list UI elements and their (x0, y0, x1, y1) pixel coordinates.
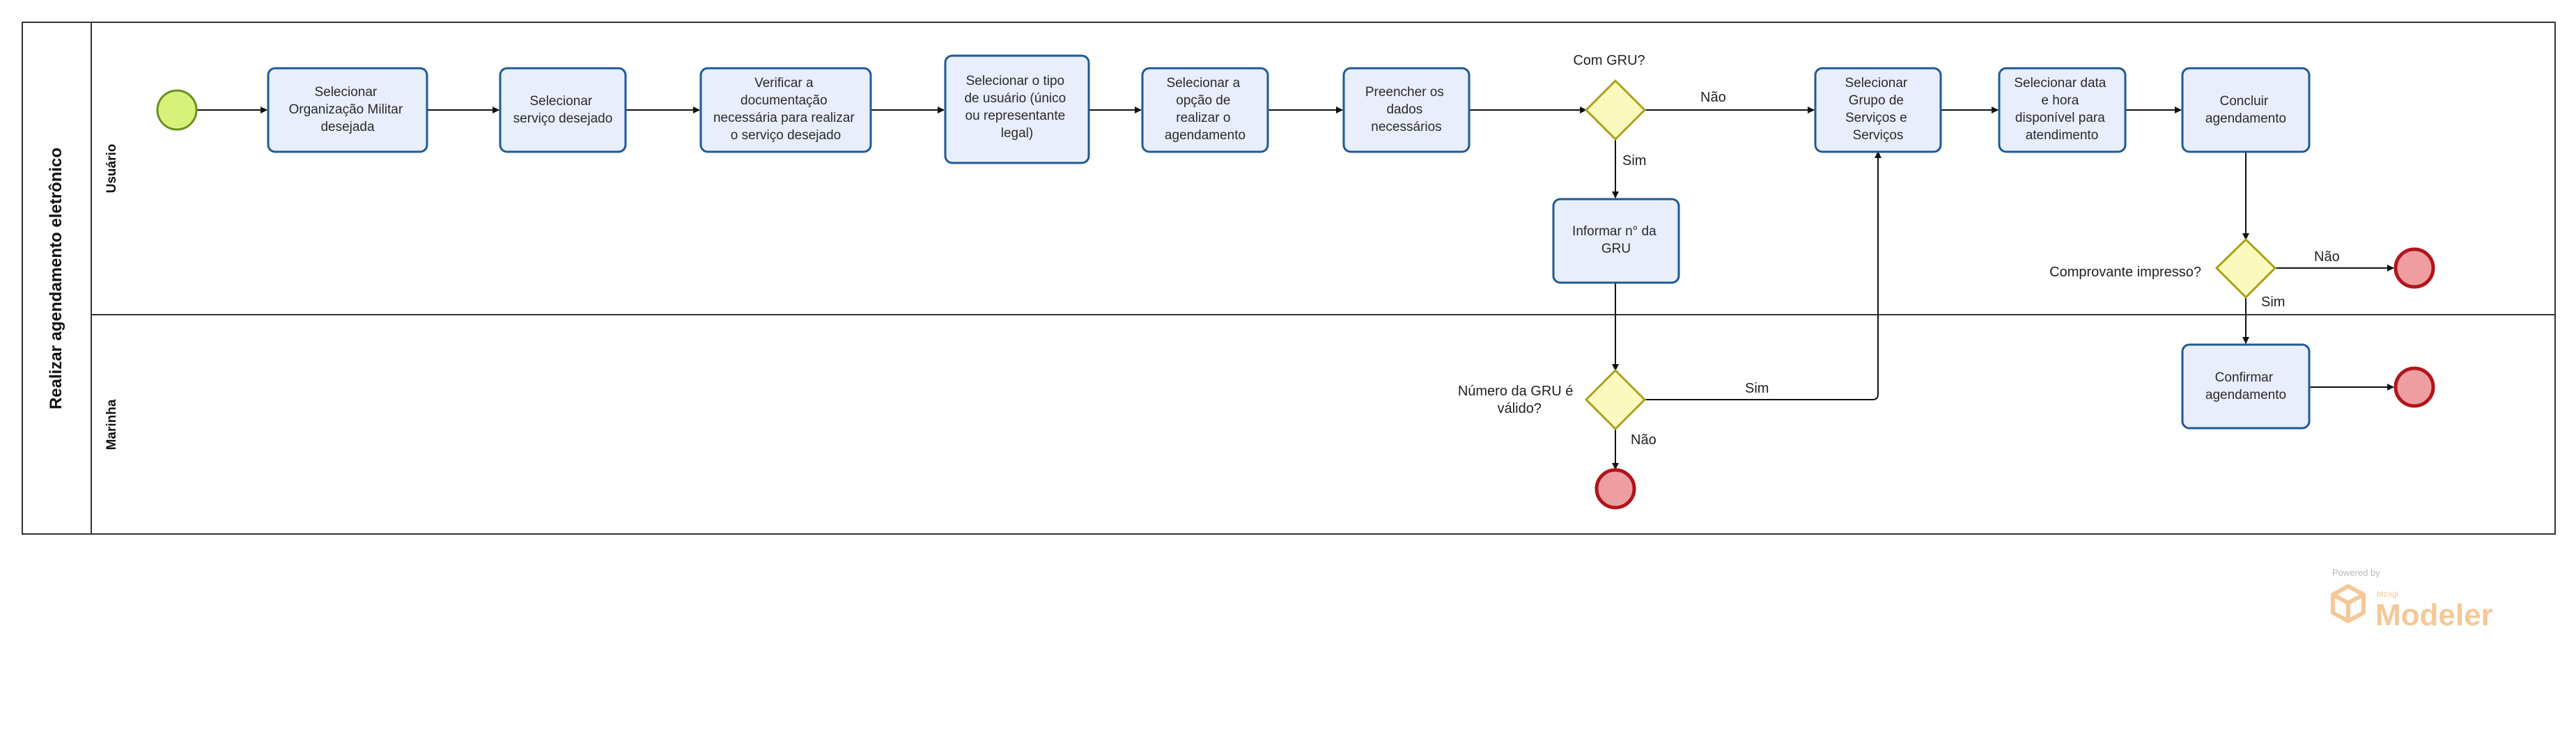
watermark-powered: Powered by (2332, 567, 2380, 578)
task-selecionar-tipo-usuario[interactable]: Selecionar o tipo de usuário (único ou r… (944, 54, 1090, 164)
task-label: Selecionar data e hora disponível para a… (2014, 76, 2109, 143)
task-selecionar-grupo-servicos[interactable]: Selecionar Grupo de Serviços e Serviços (1814, 67, 1942, 153)
task-line: necessária para realizar (713, 111, 855, 125)
end-event-sem-comprovante[interactable] (2393, 247, 2435, 289)
task-line: agendamento (2205, 388, 2286, 402)
task-label: Informar n° da GRU (1572, 224, 1660, 256)
task-preencher-dados[interactable]: Preencher os dados necessários (1342, 67, 1471, 153)
flow-label-g2-no: Não (1631, 432, 1656, 448)
task-label: Selecionar o tipo de usuário (único ou r… (964, 74, 1069, 141)
end-event-gru-invalido[interactable] (1595, 468, 1636, 510)
task-line: Selecionar (529, 94, 592, 109)
task-line: Selecionar o tipo (966, 74, 1065, 88)
task-line: opção de (1176, 93, 1230, 108)
task-line: Verificar a (754, 76, 814, 91)
flow-label-g2-yes: Sim (1745, 381, 1769, 396)
task-line: Serviços (1853, 128, 1904, 143)
gateway-label-line: Número da GRU é (1458, 384, 1574, 399)
task-line: legal) (1001, 126, 1033, 141)
task-line: agendamento (2205, 111, 2286, 126)
end-events (1595, 247, 2435, 510)
task-verificar-documentacao[interactable]: Verificar a documentação necessária para… (699, 67, 872, 153)
gateway-gru-valido[interactable] (1584, 368, 1647, 431)
gateway-gru-valido-label: Número da GRU é válido? (1458, 384, 1577, 416)
flow-label-g1-yes: Sim (1622, 153, 1646, 168)
flow-label-g1-no: Não (1700, 90, 1726, 105)
task-confirmar-agendamento[interactable]: Confirmar agendamento (2181, 343, 2311, 430)
gateway-comprovante-label: Comprovante impresso? (2049, 265, 2201, 280)
pool: Realizar agendamento eletrônico Usuário … (22, 22, 2556, 535)
task-informar-gru[interactable]: Informar n° da GRU (1552, 198, 1680, 284)
task-line: atendimento (2026, 128, 2099, 143)
task-selecionar-data-hora[interactable]: Selecionar data e hora disponível para a… (1998, 67, 2127, 153)
task-label: Selecionar a opção de realizar o agendam… (1165, 76, 1246, 143)
task-label: Concluir agendamento (2205, 94, 2286, 126)
task-line: Concluir (2220, 94, 2269, 109)
task-line: agendamento (1165, 128, 1246, 143)
gateway-comprovante[interactable] (2214, 237, 2277, 299)
pool-title: Realizar agendamento eletrônico (47, 148, 65, 409)
task-label: Selecionar Organização Militar desejada (289, 85, 407, 134)
task-line: documentação (740, 93, 828, 108)
gateway-com-gru-label: Com GRU? (1573, 53, 1645, 68)
lane-label-usuario: Usuário (104, 144, 119, 194)
task-label: Selecionar serviço desejado (513, 94, 613, 126)
task-line: de usuário (único (964, 91, 1066, 106)
task-line: desejada (320, 120, 375, 134)
flow-label-g3-yes: Sim (2261, 295, 2285, 310)
task-selecionar-opcao[interactable]: Selecionar a opção de realizar o agendam… (1141, 67, 1269, 153)
watermark: Powered by bizagi Modeler (2331, 567, 2493, 632)
task-label: Selecionar Grupo de Serviços e Serviços (1845, 76, 1911, 143)
task-line: Selecionar (314, 85, 377, 100)
lane-label-marinha: Marinha (104, 399, 119, 450)
task-label: Confirmar agendamento (2205, 370, 2286, 402)
task-line: e hora (2041, 93, 2079, 108)
task-line: Selecionar a (1167, 76, 1241, 91)
task-label: Preencher os dados necessários (1365, 85, 1448, 134)
end-event-confirmado[interactable] (2393, 366, 2435, 408)
task-line: Informar n° da (1572, 224, 1656, 239)
task-line: disponível para (2015, 111, 2105, 125)
tasks: Selecionar Organização Militar desejada … (267, 54, 2311, 430)
task-line: necessários (1371, 120, 1441, 134)
task-line: Serviços e (1845, 111, 1907, 125)
task-line: realizar o (1176, 111, 1230, 125)
task-line: o serviço desejado (731, 128, 841, 143)
task-line: Confirmar (2215, 370, 2274, 385)
flow-label-g3-no: Não (2314, 249, 2340, 265)
task-label: Verificar a documentação necessária para… (713, 76, 858, 143)
task-selecionar-om[interactable]: Selecionar Organização Militar desejada (267, 67, 428, 153)
watermark-brand: bizagi (2377, 589, 2398, 599)
task-line: serviço desejado (513, 111, 613, 126)
task-line: dados (1386, 102, 1422, 117)
gateways: Com GRU? Número da GRU é válido? Comprov… (1458, 53, 2277, 431)
task-line: Organização Militar (289, 102, 403, 117)
task-line: Preencher os (1365, 85, 1444, 100)
gateway-com-gru[interactable] (1584, 79, 1647, 141)
task-line: Grupo de (1849, 93, 1904, 108)
bizagi-logo-icon (2331, 584, 2366, 623)
flow-g2-t7 (1645, 151, 1881, 400)
task-concluir-agendamento[interactable]: Concluir agendamento (2181, 67, 2311, 153)
task-line: GRU (1601, 242, 1631, 256)
task-line: ou representante (965, 109, 1066, 123)
gateway-label-line: válido? (1498, 401, 1542, 416)
start-event[interactable] (156, 89, 198, 131)
task-line: Selecionar data (2014, 76, 2106, 91)
sequence-flows (197, 107, 2394, 470)
watermark-product: Modeler (2375, 598, 2493, 632)
flow-labels: Não Sim Sim Não Não Sim (1622, 90, 2340, 448)
task-line: Selecionar (1845, 76, 1907, 91)
task-selecionar-servico[interactable]: Selecionar serviço desejado (499, 67, 627, 153)
